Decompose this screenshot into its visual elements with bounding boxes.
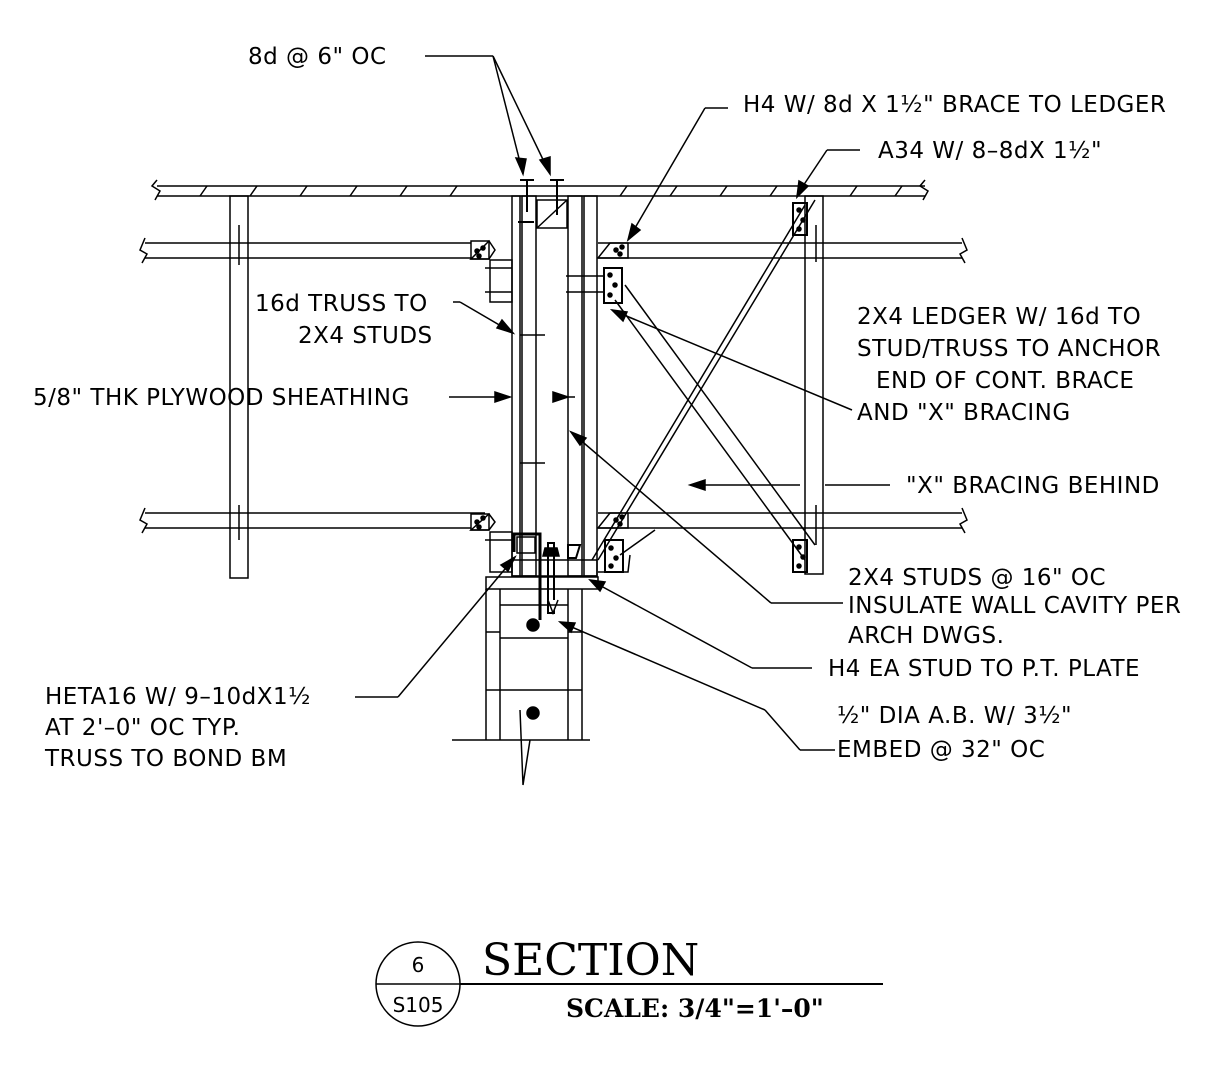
label-studs-2: INSULATE WALL CAVITY PER xyxy=(848,593,1181,619)
label-studs-1: 2X4 STUDS @ 16" OC xyxy=(848,565,1106,591)
label-h4-brace: H4 W/ 8d X 1½" BRACE TO LEDGER xyxy=(743,92,1166,118)
label-anchor-1: ½" DIA A.B. W/ 3½" xyxy=(837,703,1072,729)
detail-number: 6 xyxy=(412,953,425,977)
drawing-title: SECTION xyxy=(482,935,699,986)
label-sheathing: 5/8" THK PLYWOOD SHEATHING xyxy=(33,385,410,411)
drawing-scale: SCALE: 3/4"=1'–0" xyxy=(566,994,824,1023)
rebar-bottom xyxy=(526,706,540,720)
label-studs-3: ARCH DWGS. xyxy=(848,623,1004,649)
cmu-wall xyxy=(452,576,599,786)
label-h4-stud: H4 EA STUD TO P.T. PLATE xyxy=(828,656,1140,682)
right-truss xyxy=(591,195,968,575)
a34-top xyxy=(792,202,808,236)
label-ledger-4: AND "X" BRACING xyxy=(857,400,1071,426)
anchor-bolt xyxy=(542,542,582,616)
label-nailing: 8d @ 6" OC xyxy=(248,44,387,70)
a34-bottom xyxy=(792,539,808,573)
connector-right-bottom xyxy=(596,512,631,573)
label-heta-1: HETA16 W/ 9–10dX1½ xyxy=(45,684,311,710)
connector-right-top xyxy=(566,242,629,304)
leaders xyxy=(355,55,890,751)
sheet-number: S105 xyxy=(393,993,444,1017)
label-truss-studs-1: 16d TRUSS TO xyxy=(255,291,428,317)
label-a34: A34 W/ 8–8dX 1½" xyxy=(878,138,1102,164)
label-ledger-1: 2X4 LEDGER W/ 16d TO xyxy=(857,304,1141,330)
rebar-top xyxy=(526,618,540,632)
top-nails xyxy=(518,179,564,223)
label-heta-3: TRUSS TO BOND BM xyxy=(44,746,287,772)
roof-deck xyxy=(150,179,930,201)
connector-left-bottom xyxy=(469,512,513,573)
label-anchor-2: EMBED @ 32" OC xyxy=(837,737,1045,763)
label-ledger-2: STUD/TRUSS TO ANCHOR xyxy=(857,336,1161,362)
left-truss xyxy=(139,195,485,579)
label-x-bracing: "X" BRACING BEHIND xyxy=(906,473,1160,499)
label-heta-2: AT 2'–0" OC TYP. xyxy=(45,715,240,741)
label-truss-studs-2: 2X4 STUDS xyxy=(298,323,433,349)
connector-left-top xyxy=(469,239,513,303)
wall-studs xyxy=(511,195,598,577)
label-ledger-3: END OF CONT. BRACE xyxy=(876,368,1134,394)
